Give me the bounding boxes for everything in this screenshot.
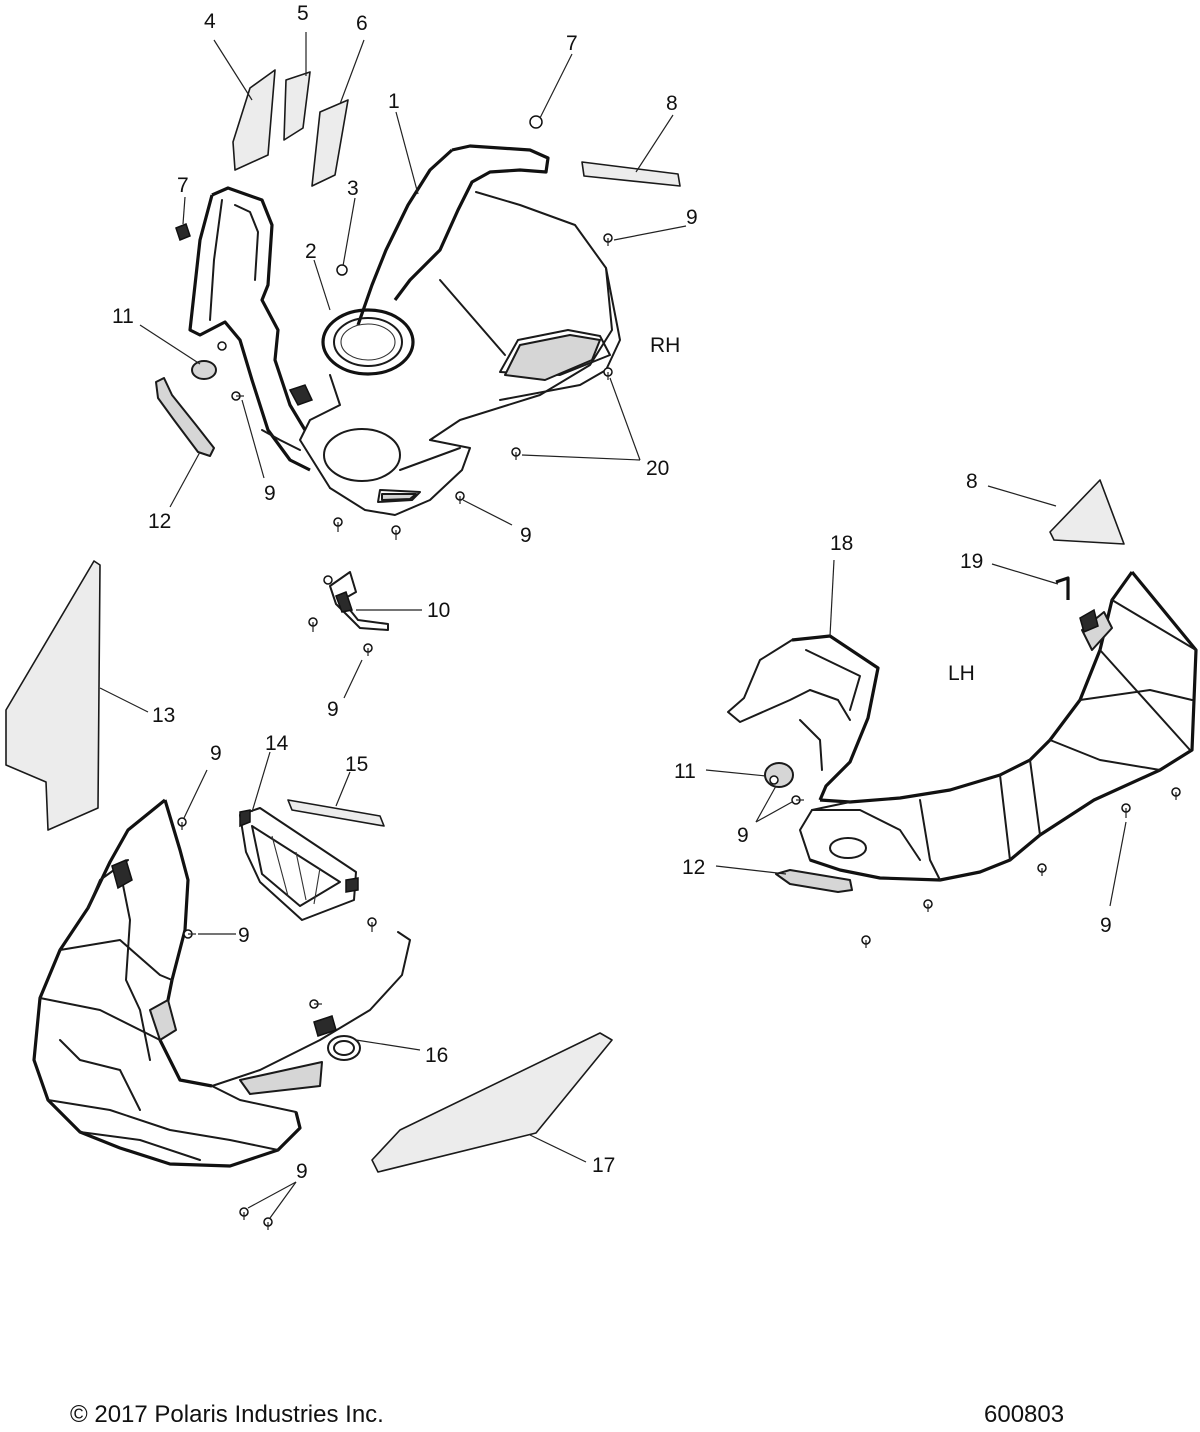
clip-12-lh: [775, 869, 853, 893]
fastener-9-b3: [391, 525, 401, 540]
rh-label: RH: [650, 334, 680, 357]
fastener-9-b2: [333, 517, 343, 532]
main-panel-part-1: [299, 144, 621, 516]
lh-assembly: 8 19 18: [674, 470, 1198, 948]
grommet-11-rh: [191, 360, 217, 380]
fastener-small-left: [217, 341, 227, 351]
fastener-9-ll-d: [309, 999, 322, 1009]
fastener-lh-5: [861, 935, 871, 948]
fastener-9-left: [231, 391, 244, 401]
lh-label: LH: [948, 662, 975, 685]
fastener-7-top: [529, 115, 543, 129]
lh-main-panel: [799, 570, 1198, 882]
fastener-7-left: [175, 223, 191, 241]
side-bracket: [188, 186, 314, 472]
callout-9-lh-left: 9: [737, 824, 749, 847]
fastener-lh-1: [1171, 787, 1181, 800]
callout-1: 1: [388, 90, 400, 113]
callout-10: 10: [427, 599, 450, 622]
callout-4: 4: [204, 10, 216, 33]
decal-15: [287, 799, 385, 827]
clip-12-rh: [155, 377, 215, 457]
fastener-9-ll-e: [239, 1207, 249, 1220]
fastener-9-lh-a: [769, 775, 779, 785]
fastener-9-ll-a: [177, 817, 187, 830]
washer-3: [336, 264, 348, 276]
callout-6: 6: [356, 12, 368, 35]
fastener-9-b1: [455, 491, 465, 504]
lower-housing-part-16: [32, 798, 411, 1168]
callout-5: 5: [297, 2, 309, 25]
copyright-text: © 2017 Polaris Industries Inc.: [70, 1401, 384, 1428]
callout-18: 18: [830, 532, 853, 555]
decal-8-top: [581, 161, 681, 187]
fastener-lh-2: [1121, 803, 1131, 818]
callout-8-lh: 8: [966, 470, 978, 493]
callout-20: 20: [646, 457, 669, 480]
fastener-9-lh-b: [791, 795, 804, 805]
decal-4: [232, 69, 276, 171]
fastener-lh-3: [1037, 863, 1047, 876]
fastener-20-a: [603, 367, 613, 380]
callout-9-rh: 9: [686, 206, 698, 229]
callout-9-left: 9: [264, 482, 276, 505]
fastener-9-ll-f: [263, 1217, 273, 1230]
callout-2: 2: [305, 240, 317, 263]
housing-part-18: [727, 634, 880, 801]
callout-11-rh: 11: [112, 305, 134, 328]
callout-9-lh-right: 9: [1100, 914, 1112, 937]
callout-12-lh: 12: [682, 856, 705, 879]
callout-13: 13: [152, 704, 175, 727]
callout-17: 17: [592, 1154, 615, 1177]
diagram-number: 600803: [984, 1401, 1064, 1428]
callout-15: 15: [345, 753, 368, 776]
callout-14: 14: [265, 732, 289, 755]
fastener-9-rh: [603, 233, 613, 246]
callout-9-ll-bottom: 9: [296, 1160, 308, 1183]
panel-13: [5, 560, 101, 831]
footer: © 2017 Polaris Industries Inc. 600803: [70, 1401, 1064, 1428]
callout-7-left: 7: [177, 174, 189, 197]
callout-16: 16: [425, 1044, 448, 1067]
fastener-20-b: [511, 447, 521, 460]
callout-9-ll-top: 9: [210, 742, 222, 765]
callout-9-bottom: 9: [520, 524, 532, 547]
callout-9-ll-mid: 9: [238, 924, 250, 947]
decal-5: [283, 71, 311, 141]
callout-12-rh: 12: [148, 510, 171, 533]
fastener-9-mid: [363, 643, 373, 656]
leaders-top: [139, 32, 687, 526]
callout-3: 3: [347, 177, 359, 200]
fastener-9-ll-b: [183, 929, 196, 939]
rod-19: [1055, 576, 1070, 600]
top-assembly-rh: 4 5 6 7 8 1 3 7 2 9 11 RH 9 12 20 9: [112, 2, 698, 547]
decal-8-lh: [1049, 479, 1125, 545]
fastener-10-a: [308, 617, 318, 632]
callout-7-top: 7: [566, 32, 578, 55]
panel-17: [371, 1032, 613, 1173]
lower-left-assembly: 13 14 15: [5, 560, 615, 1230]
callout-19: 19: [960, 550, 983, 573]
fastener-group-top: [155, 115, 681, 540]
bracket-part-10: 10 9: [308, 571, 450, 721]
grommet-11-lh: [764, 762, 794, 788]
vent-14: [239, 807, 359, 921]
fastener-lh-4: [923, 899, 933, 912]
callout-8-top: 8: [666, 92, 678, 115]
fastener-9-ll-c: [367, 917, 377, 932]
callout-11-lh: 11: [674, 760, 696, 783]
callout-9-mid: 9: [327, 698, 339, 721]
decal-6: [311, 99, 349, 187]
